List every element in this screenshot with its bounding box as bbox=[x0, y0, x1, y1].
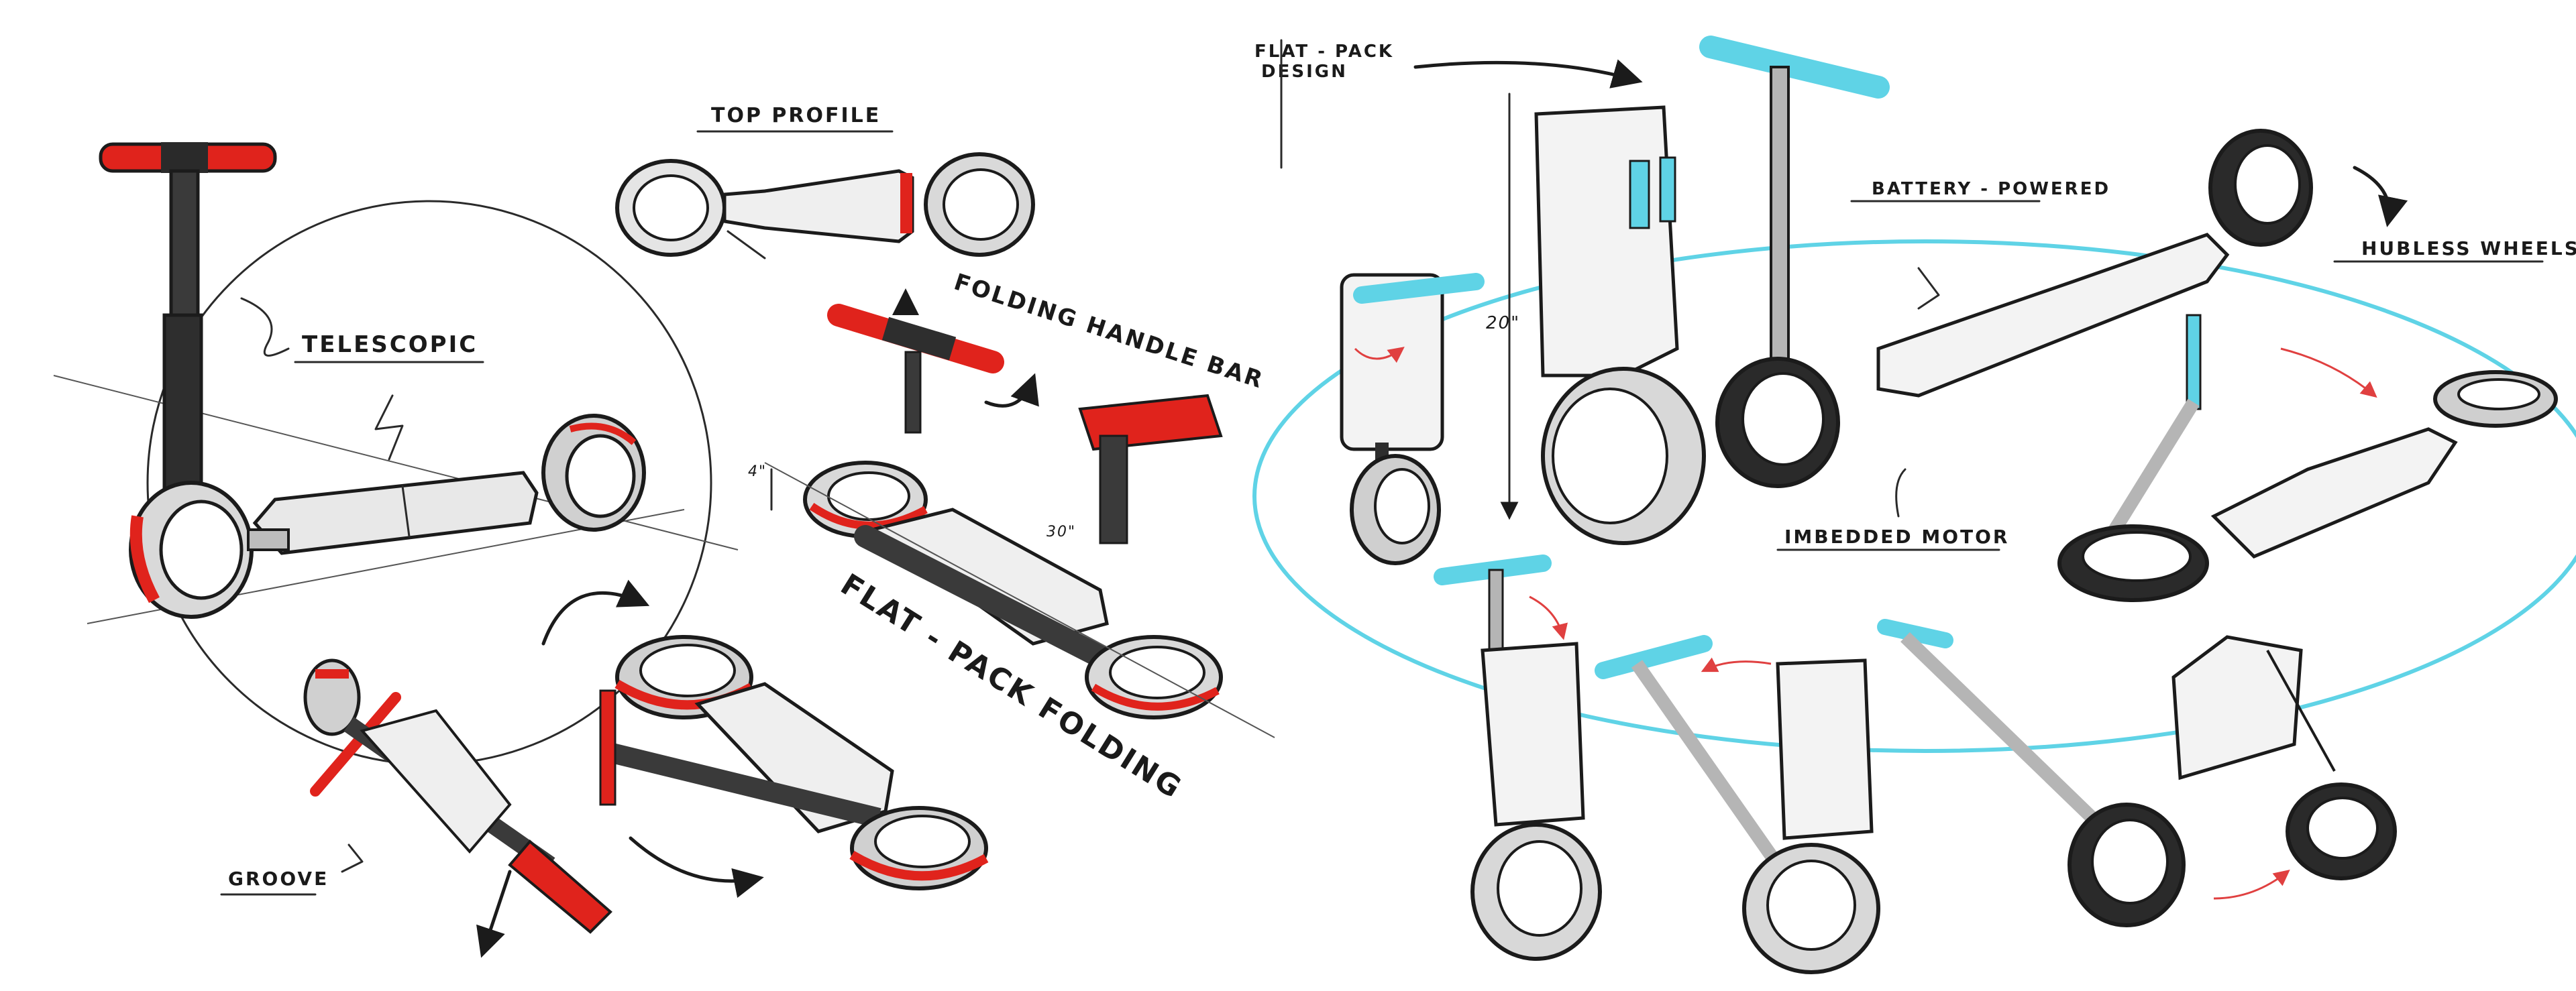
folding-handle-bar-detail bbox=[827, 288, 1223, 544]
label-top-profile: TOP PROFILE bbox=[711, 104, 881, 127]
flat-pack-small-folded bbox=[1340, 273, 1485, 565]
scooter-bottom-folding-3 bbox=[1877, 619, 2397, 927]
label-folding-handle-bar: FOLDING HANDLE BAR bbox=[951, 269, 1267, 394]
dimension-4in: 4" bbox=[748, 463, 767, 480]
label-battery-powered: BATTERY - POWERED bbox=[1872, 179, 2110, 199]
flat-pack-folding-sketch bbox=[764, 461, 1275, 738]
scooter-side-view-telescopic bbox=[99, 142, 646, 619]
flat-pack-folded-dimension: 20" bbox=[1486, 93, 1706, 545]
dimension-20in: 20" bbox=[1486, 313, 1520, 333]
label-hubless-wheels: HUBLESS WHEELS bbox=[2361, 237, 2576, 259]
scooter-groove-detail bbox=[303, 658, 612, 958]
rotation-guide-ellipse bbox=[1252, 239, 2576, 753]
scooter-battery-powered bbox=[1699, 36, 2313, 488]
label-flat-pack-design-line1: FLAT - PACK bbox=[1254, 42, 1394, 62]
scooter-top-profile bbox=[615, 152, 1035, 259]
label-groove: GROOVE bbox=[228, 868, 329, 890]
dimension-30in: 30" bbox=[1046, 524, 1076, 540]
scooter-folding-stage bbox=[541, 579, 989, 898]
scooter-bottom-folded-2 bbox=[1595, 635, 1880, 974]
scooter-right-folding bbox=[2057, 314, 2558, 602]
label-flat-pack-design-line2: DESIGN bbox=[1261, 62, 1348, 82]
label-imbedded-motor: IMBEDDED MOTOR bbox=[1784, 526, 2009, 548]
label-telescopic: TELESCOPIC bbox=[302, 331, 478, 358]
scooter-bottom-folded-1 bbox=[1434, 555, 1602, 961]
